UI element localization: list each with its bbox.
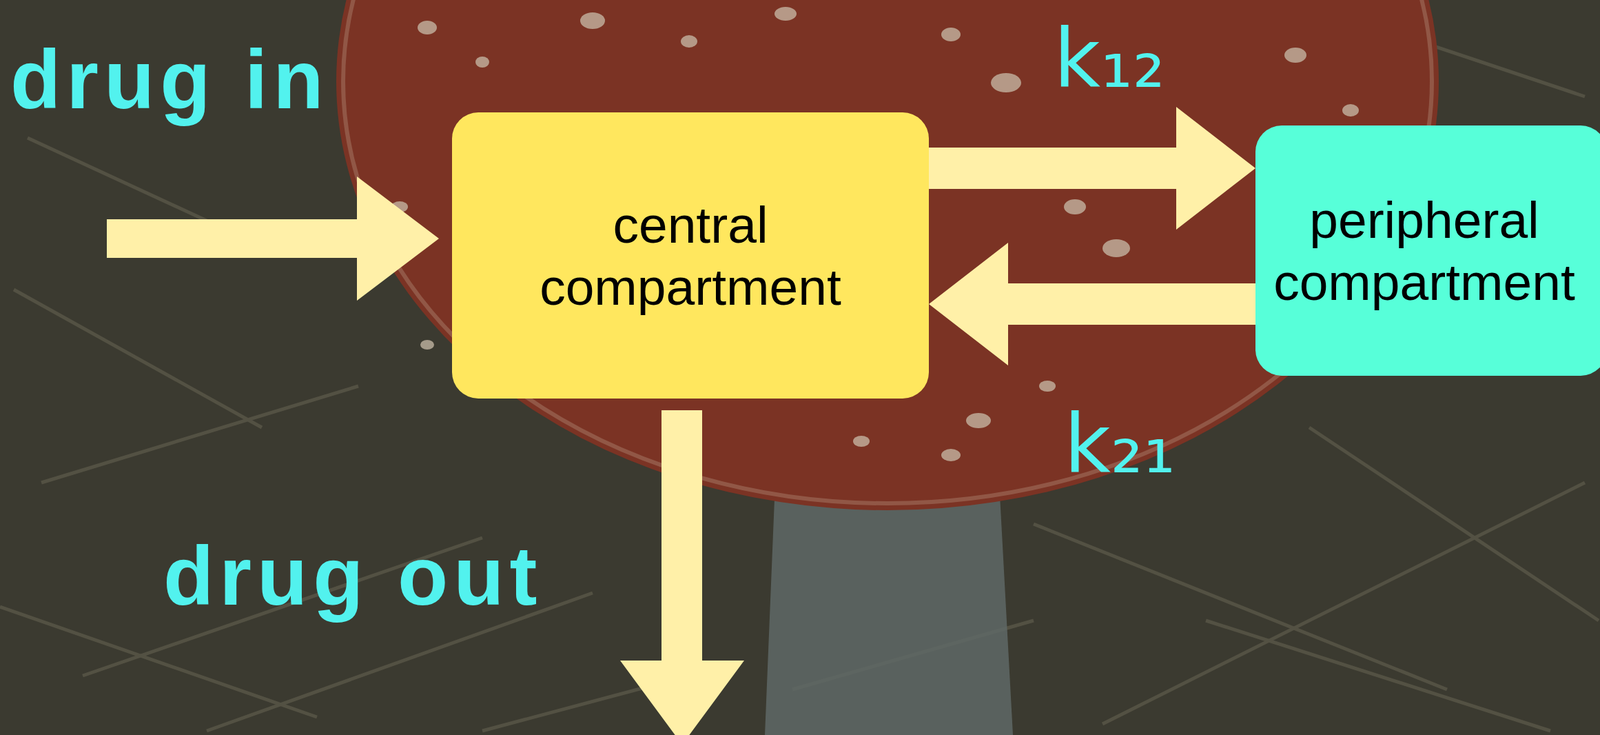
- spot: [941, 27, 961, 42]
- peripheral-compartment-box: peripheral compartment: [1255, 125, 1600, 376]
- spot: [420, 339, 435, 350]
- spot: [1063, 199, 1086, 215]
- needle: [1309, 427, 1599, 621]
- needle: [0, 606, 317, 717]
- spot: [580, 12, 605, 29]
- needle: [13, 289, 262, 428]
- spot: [475, 56, 490, 68]
- compartment-name: central compartment: [531, 193, 849, 318]
- spot: [774, 6, 797, 21]
- drug-in-arrow: [106, 176, 439, 301]
- needle: [1033, 523, 1448, 690]
- rate-arrow: [928, 242, 1256, 366]
- drug-out-arrow: [620, 409, 745, 735]
- spot: [680, 35, 698, 48]
- cap-spots: [391, 6, 1359, 461]
- rate-arrow: [928, 106, 1256, 230]
- spot: [966, 412, 991, 428]
- spot: [1342, 104, 1359, 117]
- spot: [853, 435, 870, 447]
- spot: [1102, 239, 1131, 258]
- rate-constant: k₂₁: [1063, 403, 1176, 485]
- spot: [1039, 380, 1056, 392]
- spot: [990, 73, 1022, 93]
- needle: [1102, 482, 1585, 724]
- drug-out-label: drug out: [163, 534, 543, 617]
- needle: [1205, 620, 1551, 731]
- rate-constant: k₁₂: [1053, 18, 1166, 100]
- needle: [41, 385, 359, 483]
- needle: [27, 137, 207, 221]
- spot: [941, 448, 961, 461]
- spot: [417, 20, 437, 35]
- spot: [1284, 47, 1307, 63]
- compartment-name: peripheral compartment: [1269, 188, 1580, 313]
- central-compartment-box: central compartment: [452, 112, 929, 399]
- mushroom-stem: [764, 482, 1013, 735]
- drug-in-label: drug in: [10, 37, 330, 121]
